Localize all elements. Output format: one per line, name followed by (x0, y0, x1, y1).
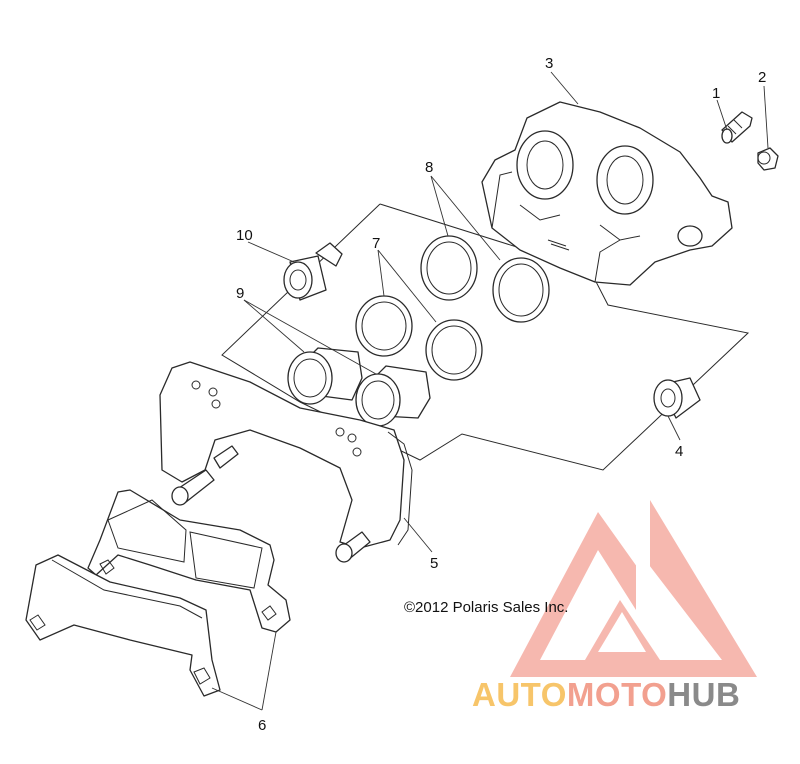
callout-5: 5 (430, 555, 438, 572)
callout-10: 10 (236, 227, 253, 244)
callout-7: 7 (372, 235, 380, 252)
callout-3: 3 (545, 55, 553, 72)
watermark-moto: MOTO (567, 676, 667, 713)
assembly-plane-line (221, 203, 750, 471)
brake-pad-outer (25, 554, 221, 697)
callout-4: 4 (675, 443, 683, 460)
pistons (287, 347, 431, 427)
triangle-m-logo-icon (510, 500, 757, 677)
watermark-hub: HUB (667, 676, 740, 713)
dust-seal-rings (420, 235, 550, 323)
callout-labels: 1 2 3 4 5 6 7 8 9 10 (236, 55, 766, 734)
callout-1: 1 (712, 85, 720, 102)
bleeder-screw (721, 111, 753, 144)
callout-8: 8 (425, 159, 433, 176)
caliper-housing (481, 101, 733, 286)
callout-6: 6 (258, 717, 266, 734)
bleeder-cap (757, 147, 779, 171)
callout-9: 9 (236, 285, 244, 302)
watermark-auto: AUTO (472, 676, 567, 713)
watermark-text: AUTOMOTOHUB (472, 676, 740, 713)
leader-lines (211, 71, 769, 711)
callout-2: 2 (758, 69, 766, 86)
caliper-bracket (159, 361, 413, 563)
boot-with-pin (283, 242, 343, 301)
boot (653, 377, 701, 419)
piston-seal-rings (355, 295, 483, 381)
copyright-text: ©2012 Polaris Sales Inc. (404, 599, 568, 616)
